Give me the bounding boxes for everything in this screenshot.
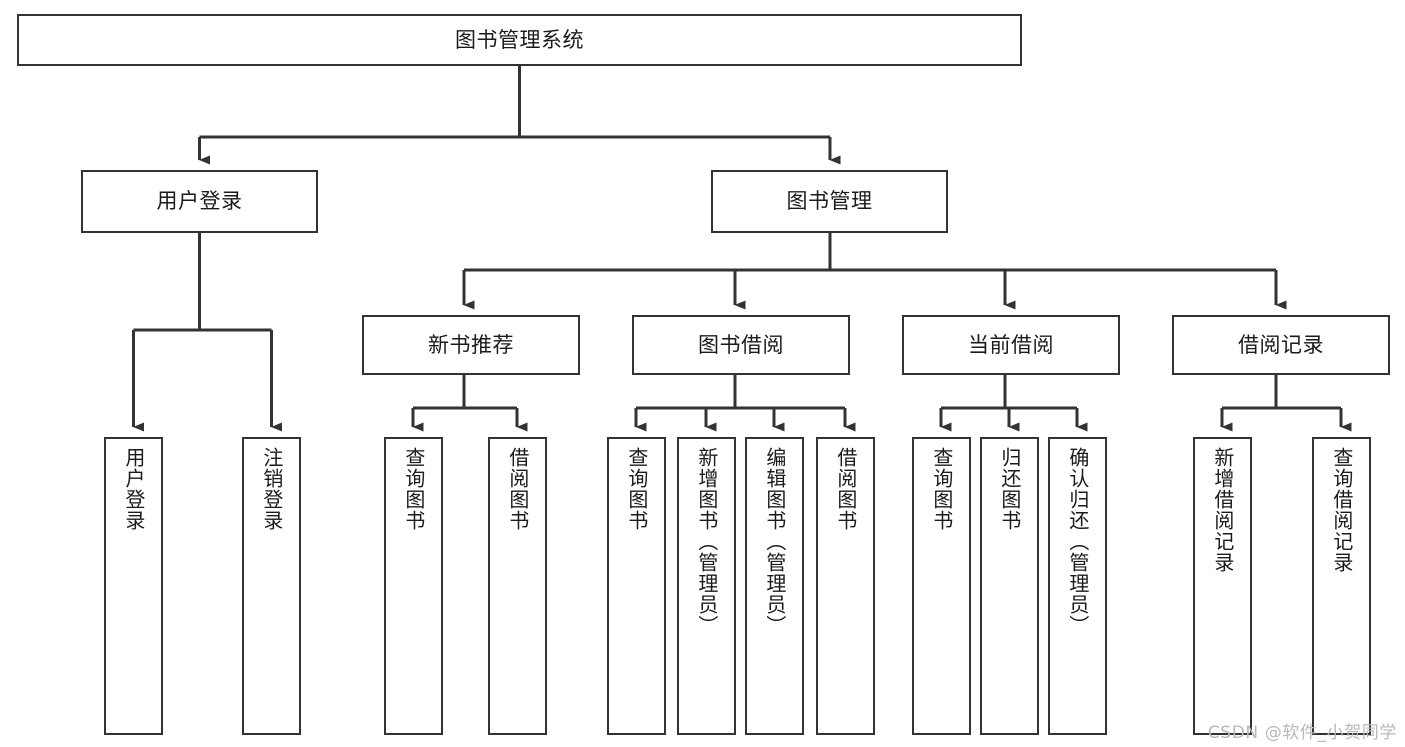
node-leaf-query-book-2[interactable]: 查询图书 <box>607 437 666 735</box>
node-leaf-add-borrow-record-label: 新增借阅记录 <box>1210 447 1235 573</box>
node-borrow-record-label: 借阅记录 <box>1238 332 1324 357</box>
node-current-borrow[interactable]: 当前借阅 <box>902 315 1120 375</box>
node-root[interactable]: 图书管理系统 <box>17 14 1022 66</box>
node-borrow-record[interactable]: 借阅记录 <box>1172 315 1390 375</box>
node-leaf-query-book-2-label: 查询图书 <box>624 447 649 531</box>
node-leaf-add-borrow-record[interactable]: 新增借阅记录 <box>1193 437 1252 735</box>
node-book-borrow-label: 图书借阅 <box>698 332 784 357</box>
node-leaf-query-book-3[interactable]: 查询图书 <box>912 437 971 735</box>
node-leaf-user-login-label: 用户登录 <box>121 447 146 531</box>
node-leaf-user-login[interactable]: 用户登录 <box>104 437 163 735</box>
node-user-login-label: 用户登录 <box>156 189 243 214</box>
node-book-management-label: 图书管理 <box>786 189 873 214</box>
node-leaf-edit-book[interactable]: 编辑图书（管理员） <box>745 437 804 735</box>
node-leaf-logout-login-label: 注销登录 <box>259 447 284 531</box>
node-leaf-borrow-book-1[interactable]: 借阅图书 <box>488 437 547 735</box>
node-leaf-confirm-return-label: 确认归还（管理员） <box>1065 447 1090 636</box>
node-new-book-recommend[interactable]: 新书推荐 <box>362 315 580 375</box>
node-book-management[interactable]: 图书管理 <box>711 170 948 233</box>
node-root-label: 图书管理系统 <box>455 27 584 52</box>
node-leaf-confirm-return[interactable]: 确认归还（管理员） <box>1048 437 1107 735</box>
node-leaf-query-book-1[interactable]: 查询图书 <box>384 437 443 735</box>
node-leaf-return-book-label: 归还图书 <box>997 447 1022 531</box>
node-leaf-logout-login[interactable]: 注销登录 <box>242 437 301 735</box>
node-user-login[interactable]: 用户登录 <box>81 170 318 233</box>
node-leaf-query-borrow-record[interactable]: 查询借阅记录 <box>1312 437 1371 735</box>
node-current-borrow-label: 当前借阅 <box>968 332 1054 357</box>
node-leaf-borrow-book-2-label: 借阅图书 <box>833 447 858 531</box>
node-leaf-borrow-book-2[interactable]: 借阅图书 <box>816 437 875 735</box>
node-leaf-query-book-1-label: 查询图书 <box>401 447 426 531</box>
node-leaf-query-book-3-label: 查询图书 <box>929 447 954 531</box>
node-leaf-add-book-label: 新增图书（管理员） <box>694 447 719 636</box>
node-leaf-add-book[interactable]: 新增图书（管理员） <box>677 437 736 735</box>
node-leaf-borrow-book-1-label: 借阅图书 <box>505 447 530 531</box>
node-new-book-recommend-label: 新书推荐 <box>428 332 514 357</box>
node-leaf-query-borrow-record-label: 查询借阅记录 <box>1329 447 1354 573</box>
node-leaf-return-book[interactable]: 归还图书 <box>980 437 1039 735</box>
node-leaf-edit-book-label: 编辑图书（管理员） <box>762 447 787 636</box>
node-book-borrow[interactable]: 图书借阅 <box>632 315 850 375</box>
